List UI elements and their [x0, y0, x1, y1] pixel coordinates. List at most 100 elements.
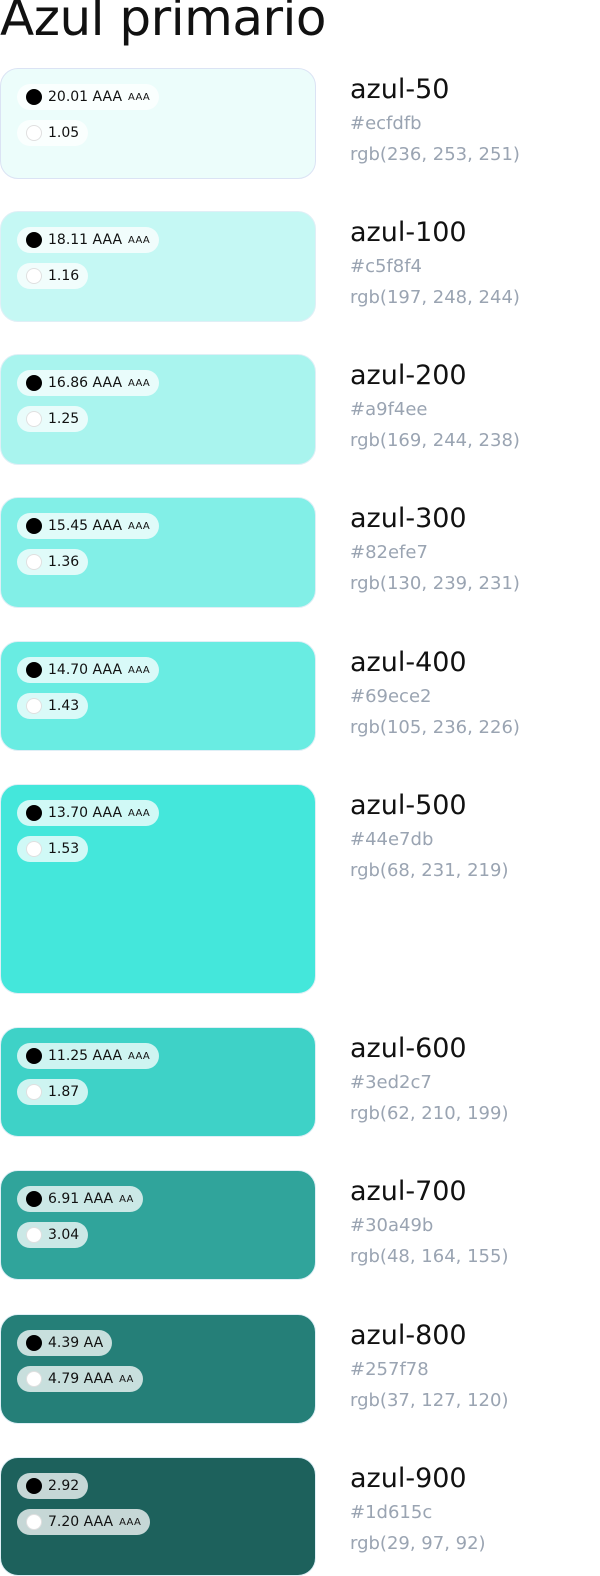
swatch-rgb[interactable]: rgb(197, 248, 244) [350, 287, 520, 308]
color-swatch[interactable]: 2.92 7.20 AAA AAA [0, 1457, 316, 1576]
swatch-hex[interactable]: #30a49b [350, 1215, 434, 1236]
contrast-pills: 6.91 AAA AA 3.04 [17, 1186, 143, 1258]
black-dot-icon [26, 1191, 42, 1207]
swatch-hex[interactable]: #69ece2 [350, 686, 432, 707]
black-contrast-value: 6.91 AAA [48, 1191, 114, 1207]
black-contrast-value: 2.92 [48, 1478, 80, 1494]
swatch-info: azul-400 #69ece2 rgb(105, 236, 226) [350, 645, 520, 743]
black-dot-icon [26, 232, 42, 248]
color-swatch[interactable]: 20.01 AAA AAA 1.05 [0, 68, 316, 179]
black-contrast-pill: 16.86 AAA AAA [17, 370, 160, 396]
white-dot-icon [26, 554, 42, 570]
swatch-name: azul-200 [350, 360, 467, 391]
white-dot-icon [26, 1084, 42, 1100]
white-contrast-pill: 4.79 AAA AA [17, 1366, 143, 1392]
swatch-name: azul-300 [350, 503, 467, 534]
swatch-info: azul-50 #ecfdfb rgb(236, 253, 251) [350, 72, 520, 170]
black-dot-icon [26, 805, 42, 821]
black-contrast-pill: 6.91 AAA AA [17, 1186, 143, 1212]
swatch-rgb[interactable]: rgb(236, 253, 251) [350, 144, 520, 165]
white-dot-icon [26, 1514, 42, 1530]
white-contrast-value: 1.43 [48, 698, 80, 714]
contrast-pills: 13.70 AAA AAA 1.53 [17, 800, 160, 872]
black-contrast-value: 18.11 AAA [48, 232, 123, 248]
white-contrast-pill: 1.53 [17, 836, 89, 862]
swatch-name: azul-600 [350, 1033, 467, 1064]
swatch-rgb[interactable]: rgb(130, 239, 231) [350, 573, 520, 594]
white-contrast-value: 4.79 AAA [48, 1371, 114, 1387]
swatch-hex[interactable]: #257f78 [350, 1359, 429, 1380]
swatch-hex[interactable]: #1d615c [350, 1502, 433, 1523]
contrast-pills: 14.70 AAA AAA 1.43 [17, 657, 160, 729]
black-contrast-pill: 2.92 [17, 1473, 89, 1499]
white-contrast-value: 1.53 [48, 841, 80, 857]
swatch-name: azul-500 [350, 790, 467, 821]
black-contrast-value: 15.45 AAA [48, 518, 123, 534]
white-contrast-badge: AA [119, 1373, 134, 1385]
swatch-hex[interactable]: #82efe7 [350, 542, 428, 563]
white-dot-icon [26, 268, 42, 284]
color-swatch[interactable]: 14.70 AAA AAA 1.43 [0, 641, 316, 751]
swatch-info: azul-300 #82efe7 rgb(130, 239, 231) [350, 501, 520, 599]
black-dot-icon [26, 518, 42, 534]
contrast-pills: 2.92 7.20 AAA AAA [17, 1473, 151, 1545]
swatch-name: azul-100 [350, 217, 467, 248]
color-swatch[interactable]: 4.39 AA 4.79 AAA AA [0, 1314, 316, 1424]
black-contrast-badge: AAA [128, 1050, 151, 1062]
black-dot-icon [26, 1478, 42, 1494]
swatch-info: azul-900 #1d615c rgb(29, 97, 92) [350, 1461, 486, 1559]
black-dot-icon [26, 89, 42, 105]
white-contrast-pill: 1.25 [17, 406, 89, 432]
black-contrast-pill: 13.70 AAA AAA [17, 800, 160, 826]
white-contrast-pill: 1.16 [17, 263, 89, 289]
swatch-hex[interactable]: #c5f8f4 [350, 256, 423, 277]
black-contrast-pill: 4.39 AA [17, 1330, 113, 1356]
black-contrast-pill: 14.70 AAA AAA [17, 657, 160, 683]
white-contrast-pill: 3.04 [17, 1222, 89, 1248]
black-contrast-pill: 20.01 AAA AAA [17, 84, 160, 110]
black-contrast-pill: 15.45 AAA AAA [17, 513, 160, 539]
color-swatch[interactable]: 11.25 AAA AAA 1.87 [0, 1027, 316, 1137]
black-contrast-pill: 18.11 AAA AAA [17, 227, 160, 253]
contrast-pills: 15.45 AAA AAA 1.36 [17, 513, 160, 585]
swatch-name: azul-800 [350, 1320, 467, 1351]
black-contrast-badge: AAA [128, 807, 151, 819]
black-contrast-value: 11.25 AAA [48, 1048, 123, 1064]
color-swatch[interactable]: 18.11 AAA AAA 1.16 [0, 211, 316, 322]
white-contrast-value: 1.36 [48, 554, 80, 570]
color-swatch[interactable]: 6.91 AAA AA 3.04 [0, 1170, 316, 1280]
swatch-rgb[interactable]: rgb(169, 244, 238) [350, 430, 520, 451]
contrast-pills: 4.39 AA 4.79 AAA AA [17, 1330, 143, 1402]
black-contrast-badge: AAA [128, 664, 151, 676]
swatch-info: azul-100 #c5f8f4 rgb(197, 248, 244) [350, 215, 520, 313]
white-contrast-value: 1.87 [48, 1084, 80, 1100]
swatch-info: azul-700 #30a49b rgb(48, 164, 155) [350, 1174, 508, 1272]
black-dot-icon [26, 1048, 42, 1064]
swatch-rgb[interactable]: rgb(48, 164, 155) [350, 1246, 509, 1267]
color-swatch[interactable]: 13.70 AAA AAA 1.53 [0, 784, 316, 994]
color-swatch[interactable]: 16.86 AAA AAA 1.25 [0, 354, 316, 465]
swatch-rgb[interactable]: rgb(29, 97, 92) [350, 1533, 486, 1554]
swatch-hex[interactable]: #ecfdfb [350, 113, 422, 134]
swatch-info: azul-800 #257f78 rgb(37, 127, 120) [350, 1318, 508, 1416]
swatch-hex[interactable]: #a9f4ee [350, 399, 428, 420]
black-contrast-pill: 11.25 AAA AAA [17, 1043, 160, 1069]
swatch-rgb[interactable]: rgb(37, 127, 120) [350, 1390, 509, 1411]
black-contrast-value: 13.70 AAA [48, 805, 123, 821]
black-contrast-badge: AAA [128, 520, 151, 532]
swatch-rgb[interactable]: rgb(62, 210, 199) [350, 1103, 509, 1124]
white-contrast-value: 1.25 [48, 411, 80, 427]
swatch-hex[interactable]: #44e7db [350, 829, 434, 850]
contrast-pills: 20.01 AAA AAA 1.05 [17, 84, 160, 156]
white-dot-icon [26, 698, 42, 714]
white-dot-icon [26, 125, 42, 141]
swatch-info: azul-500 #44e7db rgb(68, 231, 219) [350, 788, 508, 886]
swatch-rgb[interactable]: rgb(68, 231, 219) [350, 860, 509, 881]
color-swatch[interactable]: 15.45 AAA AAA 1.36 [0, 497, 316, 608]
white-contrast-pill: 1.43 [17, 693, 89, 719]
white-contrast-badge: AAA [119, 1516, 142, 1528]
swatch-hex[interactable]: #3ed2c7 [350, 1072, 432, 1093]
white-contrast-pill: 1.36 [17, 549, 89, 575]
swatch-rgb[interactable]: rgb(105, 236, 226) [350, 717, 520, 738]
contrast-pills: 18.11 AAA AAA 1.16 [17, 227, 160, 299]
